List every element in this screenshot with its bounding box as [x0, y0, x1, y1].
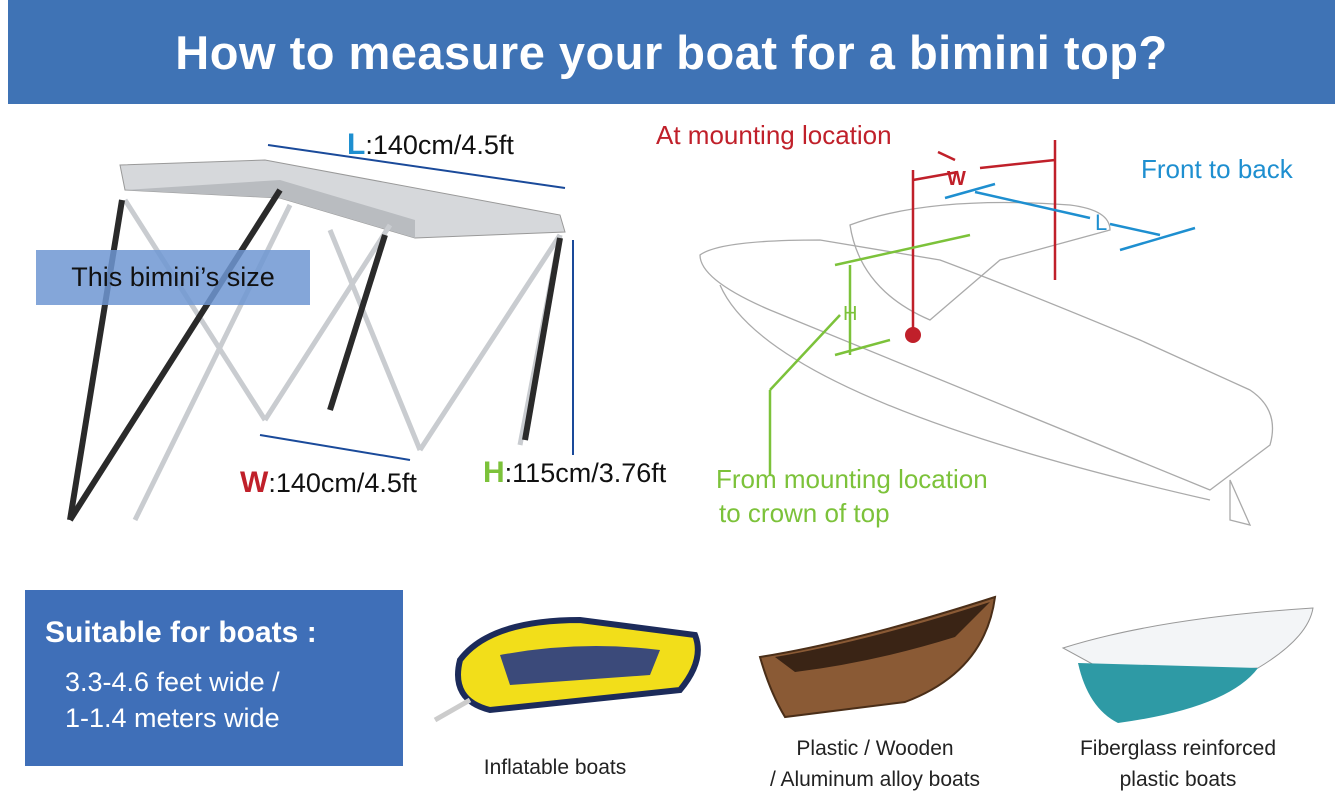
diagram-w: W	[947, 168, 966, 190]
fiberglass-boat-image	[1061, 607, 1314, 723]
bimini-illustration	[67, 144, 574, 522]
front-to-back-label: Front to back	[1141, 154, 1293, 184]
suitable-box: Suitable for boats : 3.3-4.6 feet wide /…	[25, 590, 403, 766]
suitable-title: Suitable for boats :	[45, 616, 317, 649]
crown-label: to crown of top	[719, 498, 890, 528]
diagram-l: L	[1095, 210, 1107, 235]
height-dimension: H:115cm/3.76ft	[483, 456, 667, 489]
diagram-h: H	[843, 303, 857, 325]
suitable-feet: 3.3-4.6 feet wide /	[65, 667, 280, 697]
page-title: How to measure your boat for a bimini to…	[175, 25, 1168, 79]
header-banner: How to measure your boat for a bimini to…	[8, 0, 1335, 104]
inflatable-boat-image	[433, 616, 701, 723]
mounting-location-label: At mounting location	[656, 120, 892, 150]
length-dimension: L:140cm/4.5ft	[347, 128, 514, 161]
wooden-boat-image	[758, 595, 997, 719]
from-mounting-label: From mounting location	[716, 464, 988, 494]
bimini-size-label: This bimini’s size	[36, 250, 310, 305]
suitable-meters: 1-1.4 meters wide	[65, 703, 280, 733]
wooden-caption: Plastic / Wooden/ Aluminum alloy boats	[769, 737, 981, 791]
boat-measure-diagram: W L H	[699, 140, 1274, 526]
inflatable-caption: Inflatable boats	[483, 756, 627, 779]
width-dimension: W:140cm/4.5ft	[240, 466, 417, 499]
